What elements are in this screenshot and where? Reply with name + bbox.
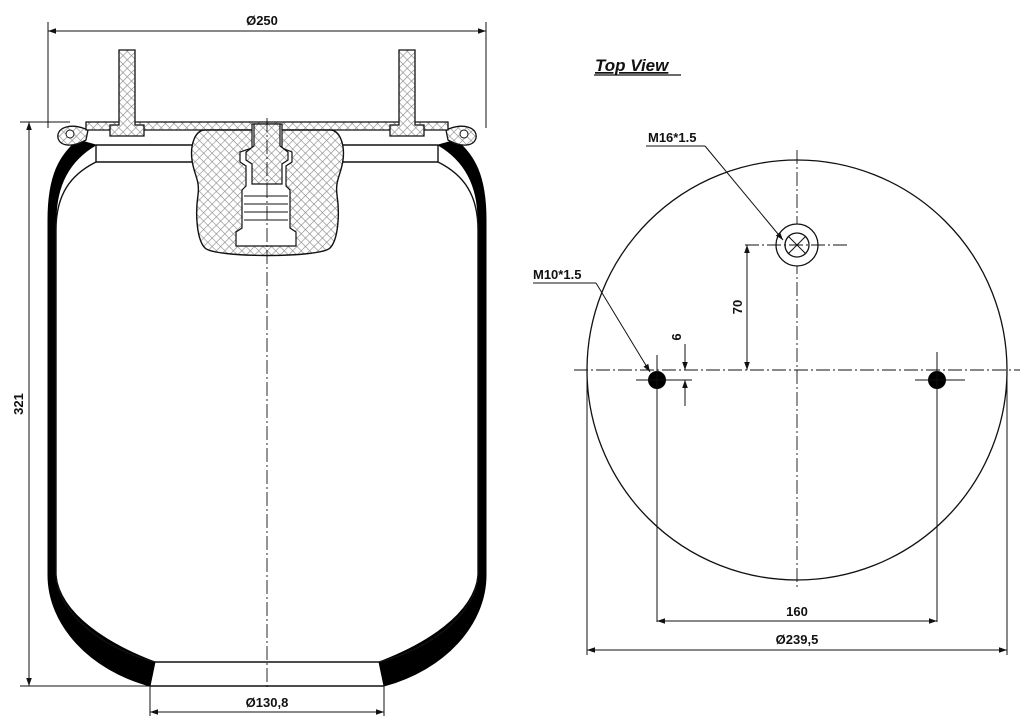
stud-left (109, 49, 145, 137)
label-side-thread: M10*1.5 (533, 267, 581, 282)
dim-top-diameter: Ø250 (47, 13, 487, 128)
side-thread-hole-right (915, 352, 965, 622)
bellow-wall (47, 139, 156, 687)
dim-bottom-diameter: Ø130,8 (149, 686, 385, 716)
dim-plate-diameter-label: Ø239,5 (776, 632, 819, 647)
dim-offset-small: 6 (665, 333, 692, 406)
side-thread-hole-left (636, 355, 680, 622)
dim-height-label: 321 (11, 393, 26, 415)
top-view-title: Top View (595, 56, 670, 75)
dim-bottom-diameter-label: Ø130,8 (246, 695, 289, 710)
top-view: Top View M16*1.5 M10* (533, 56, 1020, 655)
dim-offset-small-label: 6 (669, 333, 684, 340)
dim-hole-spacing: 160 (657, 604, 937, 624)
dim-top-diameter-label: Ø250 (246, 13, 278, 28)
dim-offset-center-label: 70 (730, 300, 745, 314)
dim-plate-diameter: Ø239,5 (586, 372, 1008, 655)
top-bead-left (57, 125, 89, 146)
dim-offset-center: 70 (730, 245, 750, 370)
dim-hole-spacing-label: 160 (786, 604, 808, 619)
side-view: Ø250 321 (11, 13, 487, 716)
label-center-thread: M16*1.5 (648, 130, 696, 145)
center-bumper (190, 123, 345, 257)
center-thread-hole (745, 223, 850, 267)
top-bead-right (445, 125, 477, 146)
stud-right (389, 49, 425, 137)
dim-height: 321 (11, 121, 150, 687)
